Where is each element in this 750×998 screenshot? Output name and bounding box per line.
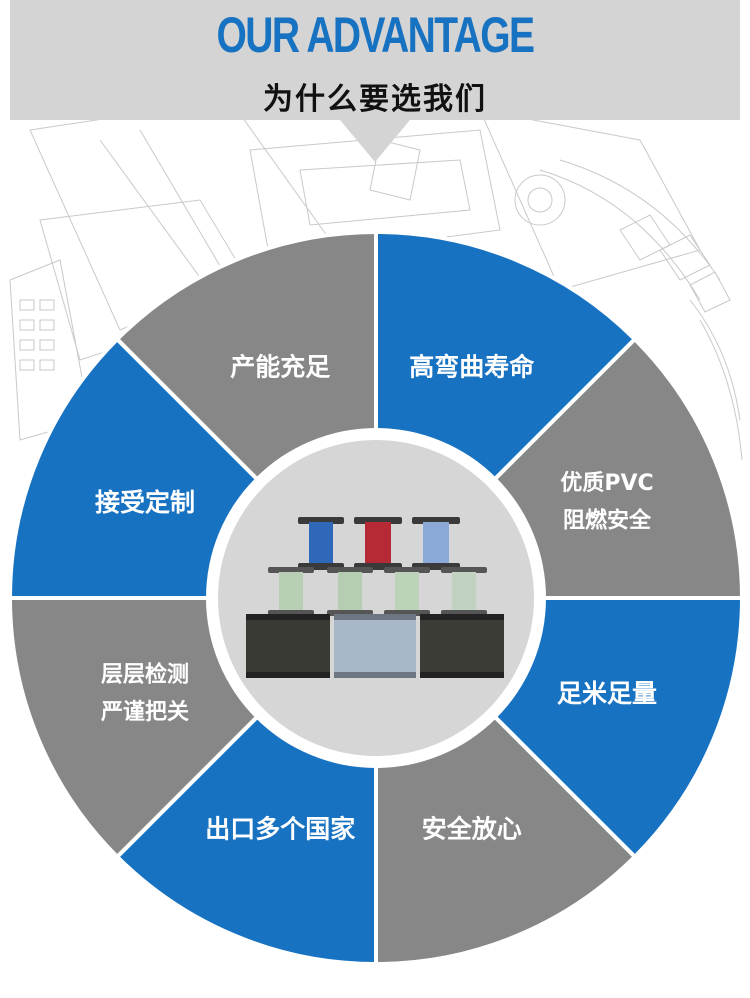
advantage-label: 层层检测 bbox=[101, 662, 189, 688]
wire-spools-icon bbox=[246, 517, 504, 678]
page-title: OUR ADVANTAGE bbox=[216, 7, 536, 63]
center-disc bbox=[218, 440, 534, 756]
page-subtitle: 为什么要选我们 bbox=[263, 82, 487, 117]
advantage-label: 严谨把关 bbox=[101, 699, 189, 725]
advantage-label: 出口多个国家 bbox=[205, 815, 355, 844]
header-banner bbox=[10, 0, 740, 120]
advantage-label: 产能充足 bbox=[230, 353, 330, 382]
advantage-label: 阻燃安全 bbox=[563, 508, 652, 534]
advantage-label: 接受定制 bbox=[95, 488, 195, 517]
advantage-label: 足米足量 bbox=[557, 679, 657, 708]
advantage-label: 高弯曲寿命 bbox=[409, 353, 535, 382]
banner-pointer bbox=[340, 120, 410, 162]
advantage-label: 安全放心 bbox=[422, 815, 522, 844]
advantage-label: 优质PVC bbox=[560, 470, 653, 496]
